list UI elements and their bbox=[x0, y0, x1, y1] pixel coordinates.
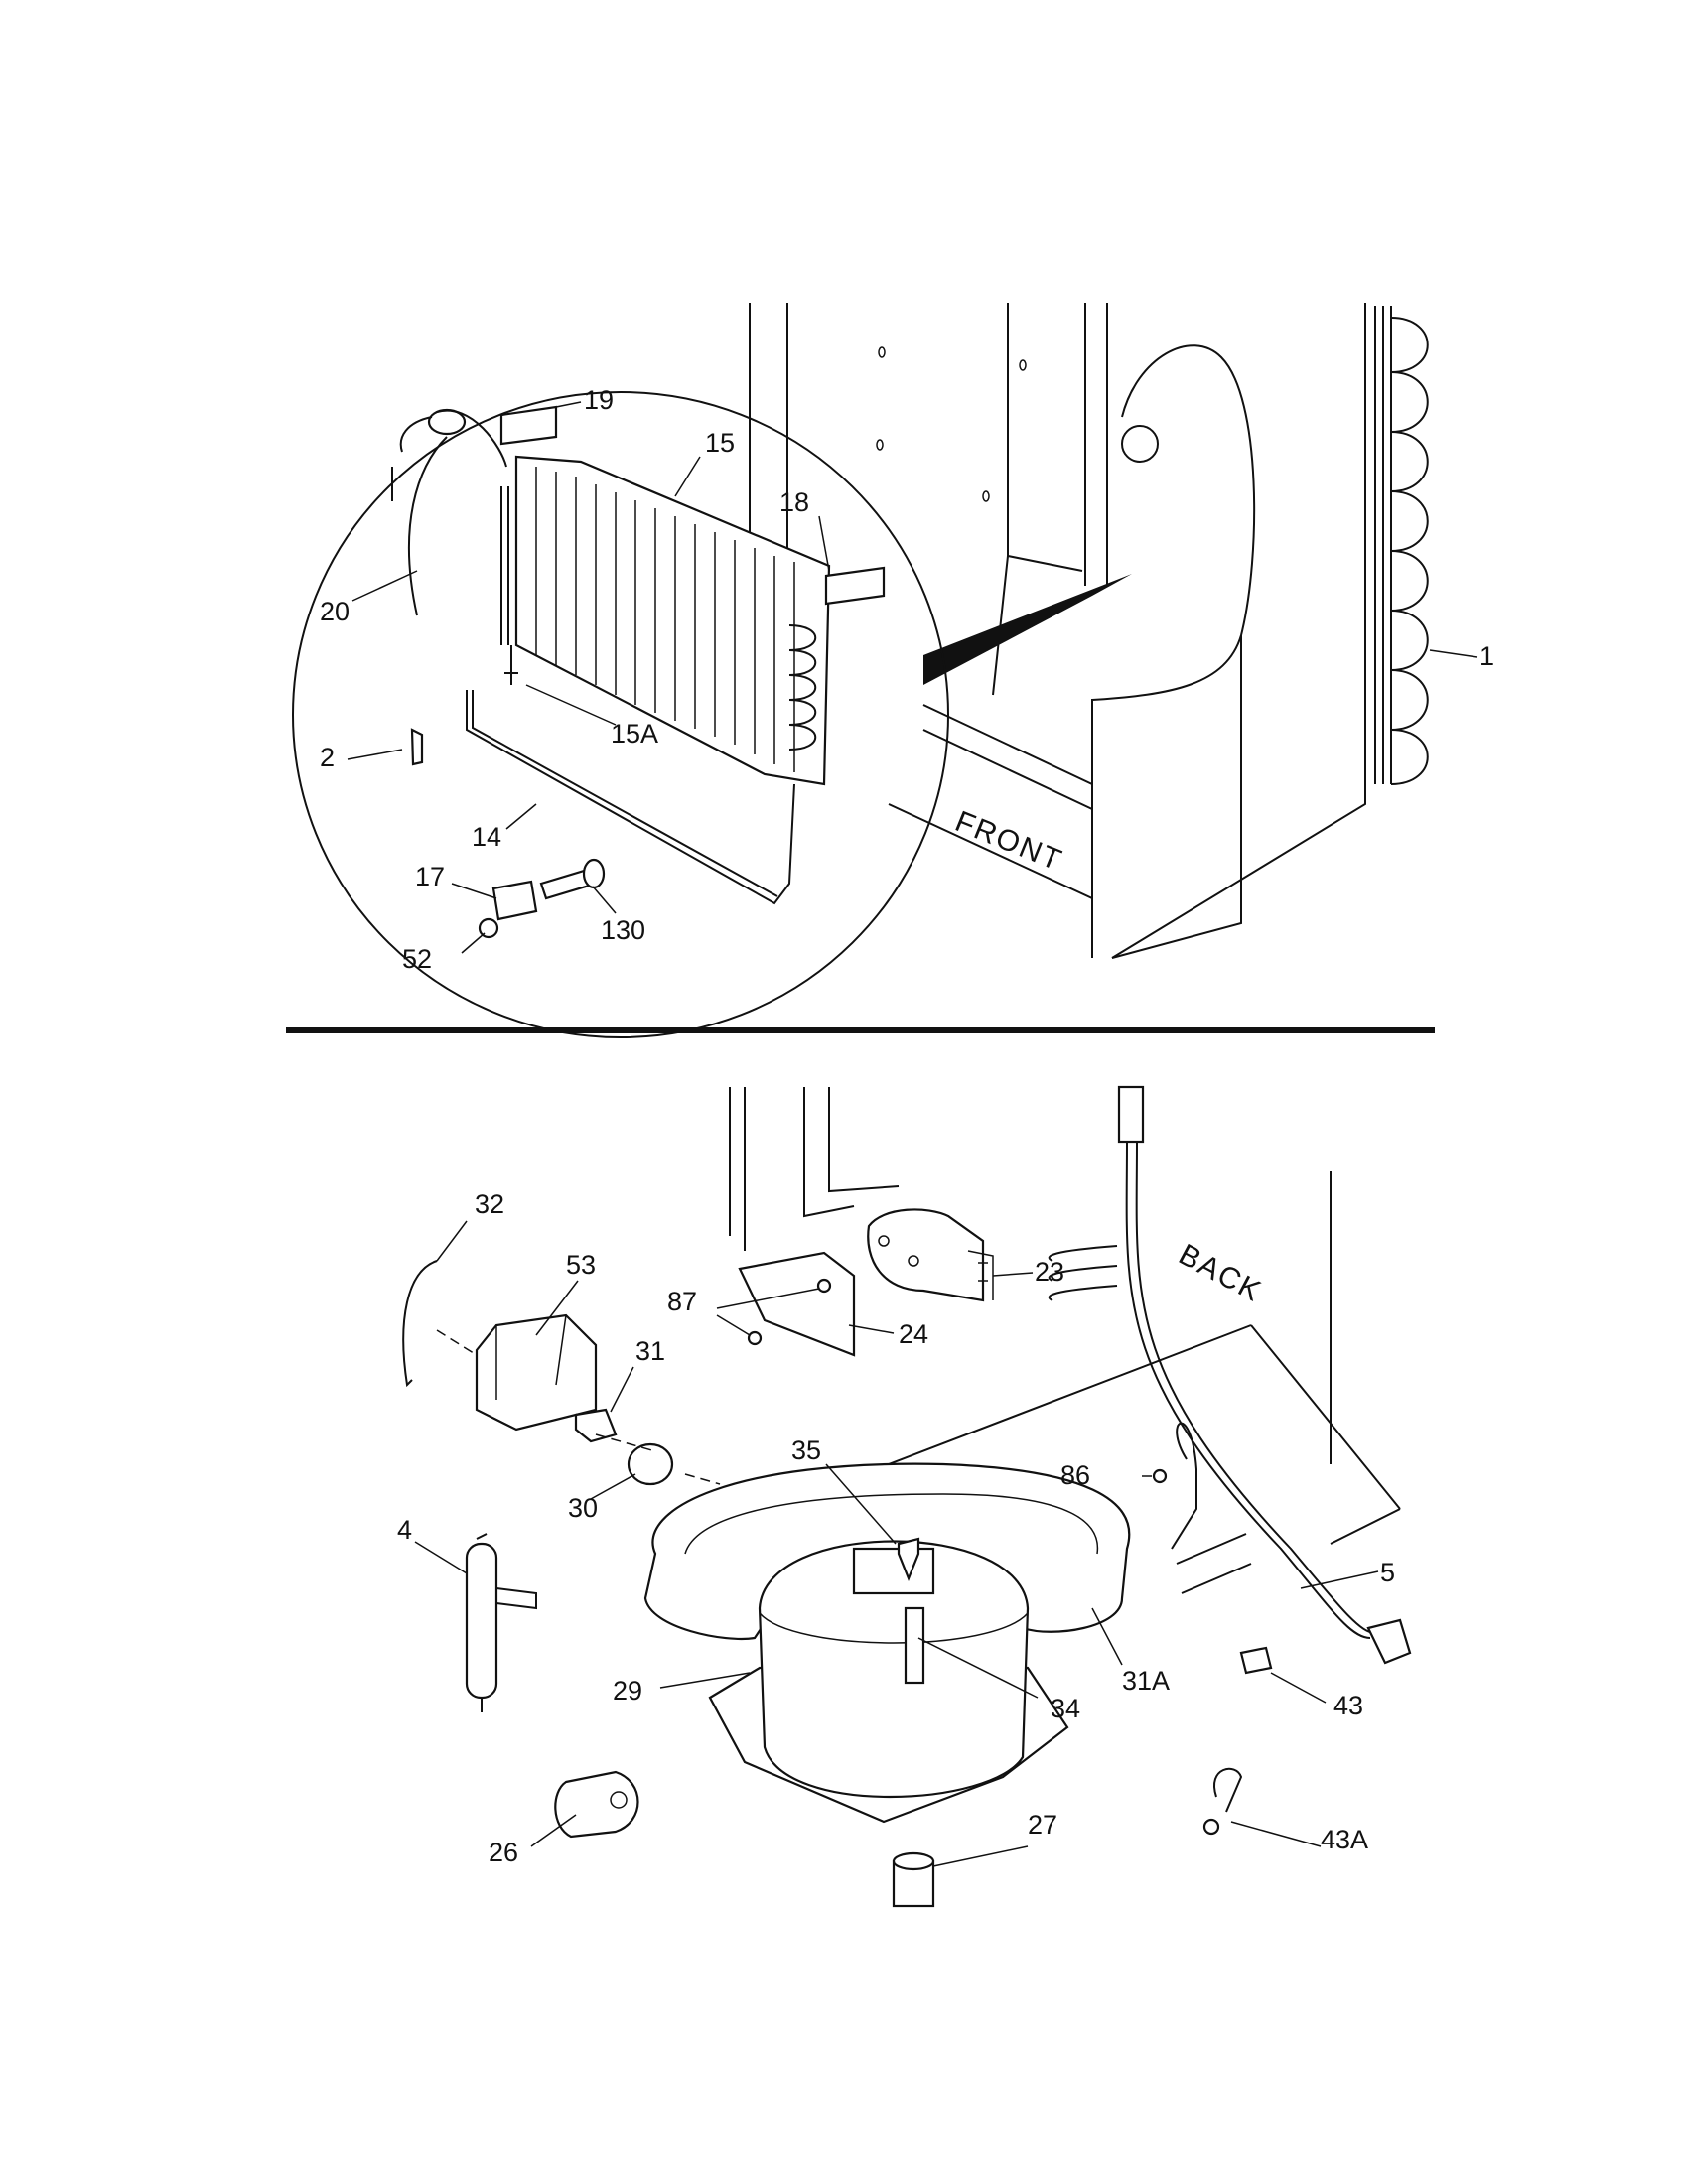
callout-15: 15 bbox=[705, 428, 735, 458]
overload-30 bbox=[627, 1442, 674, 1486]
callout-34: 34 bbox=[1051, 1694, 1080, 1723]
evaporator bbox=[500, 455, 831, 786]
callout-130: 130 bbox=[601, 915, 645, 945]
callout-52: 52 bbox=[402, 944, 432, 974]
timer-bracket bbox=[738, 1251, 856, 1357]
clamp-43A bbox=[1202, 1767, 1243, 1836]
back-label: BACK bbox=[1174, 1238, 1268, 1308]
defrost-heater bbox=[466, 690, 795, 905]
callout-35: 35 bbox=[791, 1435, 821, 1465]
magnifier-wedge bbox=[923, 574, 1132, 685]
clip-18 bbox=[824, 566, 886, 606]
callout-32: 32 bbox=[475, 1189, 504, 1219]
callout-1: 1 bbox=[1479, 641, 1494, 671]
callout-26: 26 bbox=[489, 1838, 518, 1867]
part-2 bbox=[410, 728, 424, 766]
front-label: FRONT bbox=[950, 805, 1066, 878]
callout-23: 23 bbox=[1035, 1257, 1064, 1287]
clip-19 bbox=[499, 405, 558, 446]
screw-86 bbox=[1152, 1468, 1168, 1484]
callout-17: 17 bbox=[415, 862, 445, 891]
power-cord bbox=[1048, 1085, 1412, 1665]
callout-2: 2 bbox=[320, 743, 335, 772]
top-cabinet: FRONT bbox=[749, 303, 1366, 959]
callout-31A: 31A bbox=[1122, 1666, 1170, 1696]
relay-cover-53 bbox=[475, 1313, 598, 1432]
compressor bbox=[708, 1540, 1069, 1824]
callout-29: 29 bbox=[613, 1676, 642, 1706]
callout-43A: 43A bbox=[1321, 1825, 1368, 1854]
callout-43: 43 bbox=[1333, 1691, 1363, 1720]
grommet-27 bbox=[892, 1851, 935, 1908]
callout-24: 24 bbox=[899, 1319, 928, 1349]
callout-27: 27 bbox=[1028, 1810, 1057, 1840]
callout-20: 20 bbox=[320, 597, 350, 626]
filter-drier bbox=[465, 1533, 537, 1712]
evaporator-detail-circle: 19 15 18 20 15A 2 14 17 130 52 bbox=[292, 385, 949, 1038]
callout-14: 14 bbox=[472, 822, 501, 852]
screw-35 bbox=[897, 1537, 920, 1581]
callout-87: 87 bbox=[667, 1287, 697, 1316]
callout-19: 19 bbox=[584, 385, 614, 415]
callout-31: 31 bbox=[635, 1336, 665, 1366]
callout-5: 5 bbox=[1380, 1558, 1395, 1587]
callout-53: 53 bbox=[566, 1250, 596, 1280]
defrost-thermostat bbox=[391, 408, 507, 616]
screws-87 bbox=[747, 1278, 832, 1346]
clip-43 bbox=[1239, 1646, 1273, 1675]
defrost-timer bbox=[867, 1208, 994, 1302]
callout-18: 18 bbox=[779, 487, 809, 517]
condenser-coil: 1 bbox=[1374, 306, 1494, 785]
bolt-130 bbox=[539, 858, 606, 900]
callout-15A: 15A bbox=[611, 719, 658, 749]
sleeve-26 bbox=[554, 1770, 639, 1839]
callout-4: 4 bbox=[397, 1515, 412, 1545]
callout-30: 30 bbox=[568, 1493, 598, 1523]
relay-31 bbox=[574, 1408, 618, 1443]
part-32 bbox=[402, 1260, 438, 1388]
bracket-17 bbox=[491, 880, 538, 921]
callout-86: 86 bbox=[1060, 1460, 1090, 1490]
ground-wire bbox=[1171, 1422, 1197, 1550]
